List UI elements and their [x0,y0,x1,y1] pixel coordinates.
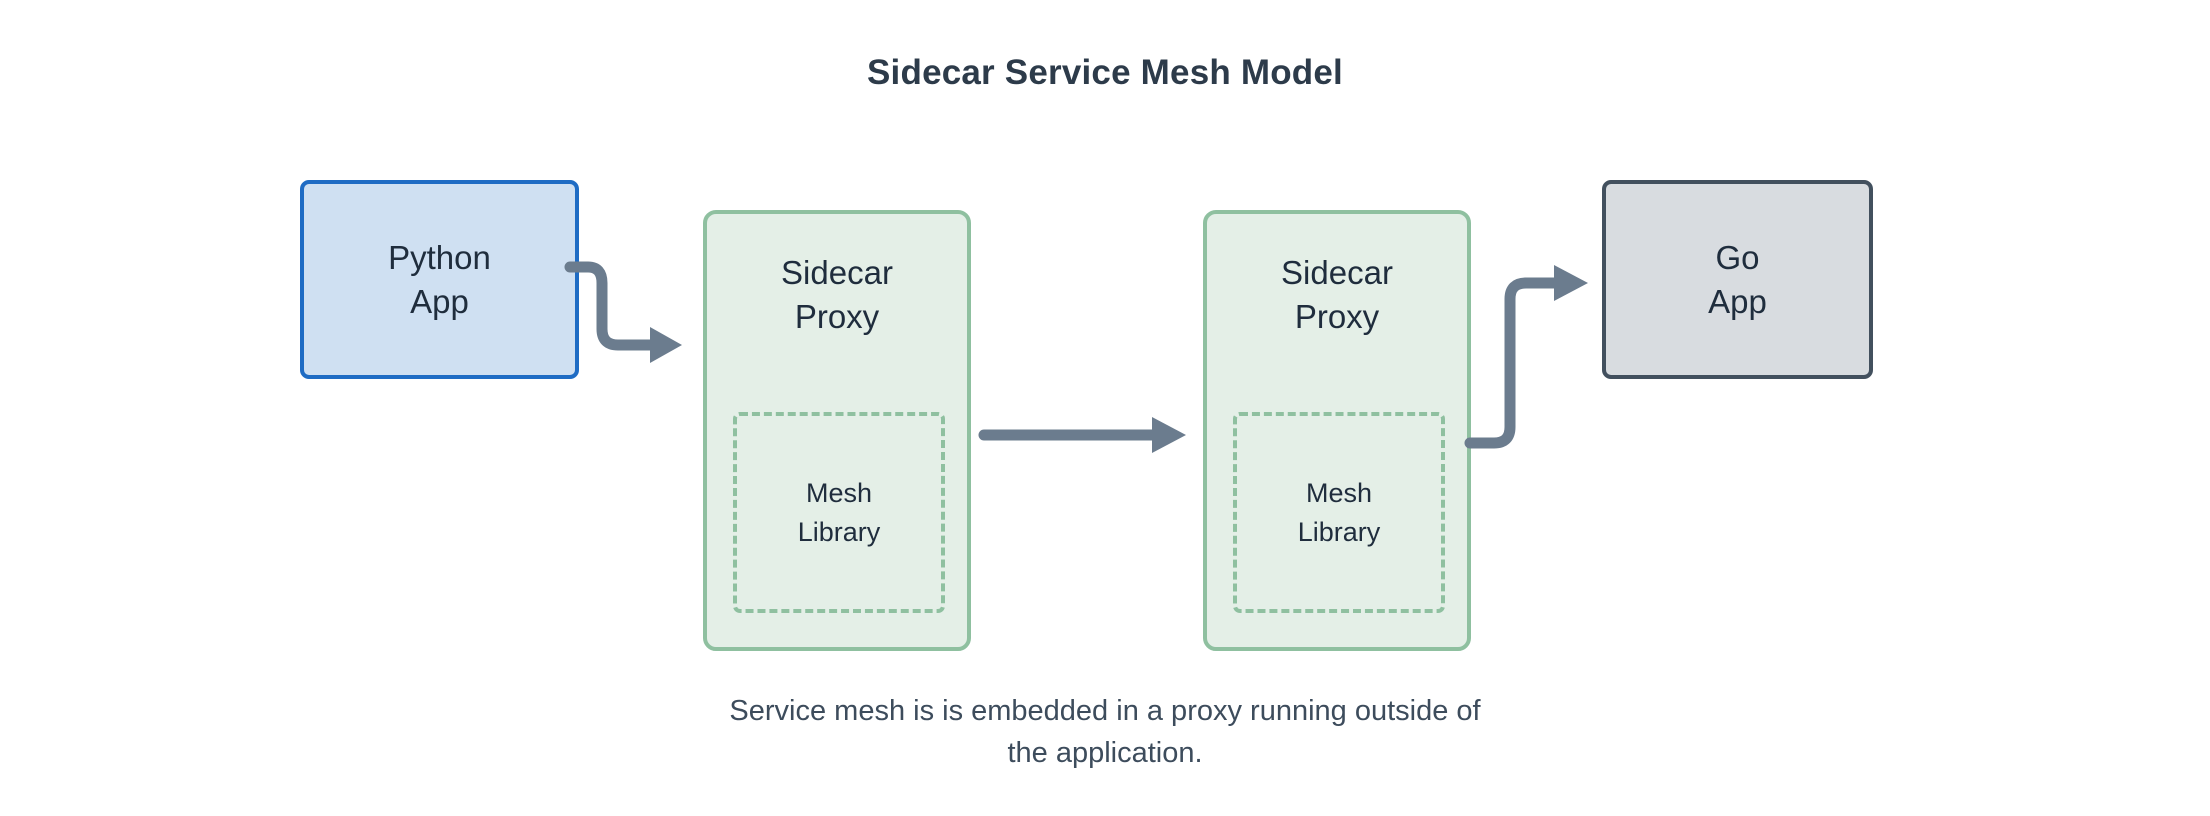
node-sidecar-proxy-left[interactable]: Sidecar Proxy Mesh Library [703,210,971,651]
node-sidecar-proxy-right[interactable]: Sidecar Proxy Mesh Library [1203,210,1471,651]
node-mesh-library-left[interactable]: Mesh Library [733,412,945,613]
node-go-app[interactable]: Go App [1602,180,1873,379]
page-title: Sidecar Service Mesh Model [867,53,1343,92]
arrow-python-to-sidecar-left-icon [564,261,682,363]
arrow-sidecar-left-to-right-icon [978,417,1186,453]
node-mesh-library-right-label: Mesh Library [1297,478,1381,547]
arrow-sidecar-right-to-go-icon [1464,265,1588,449]
diagram-caption: Service mesh is is embedded in a proxy r… [729,695,1481,770]
node-python-app[interactable]: Python App [300,180,579,379]
node-mesh-library-right[interactable]: Mesh Library [1233,412,1445,613]
node-sidecar-proxy-right-label: Sidecar Proxy [1281,254,1393,335]
node-sidecar-proxy-left-label: Sidecar Proxy [781,254,893,335]
node-go-app-label: Go App [1708,238,1767,320]
node-python-app-label: Python App [388,238,491,320]
node-mesh-library-left-label: Mesh Library [797,478,881,547]
